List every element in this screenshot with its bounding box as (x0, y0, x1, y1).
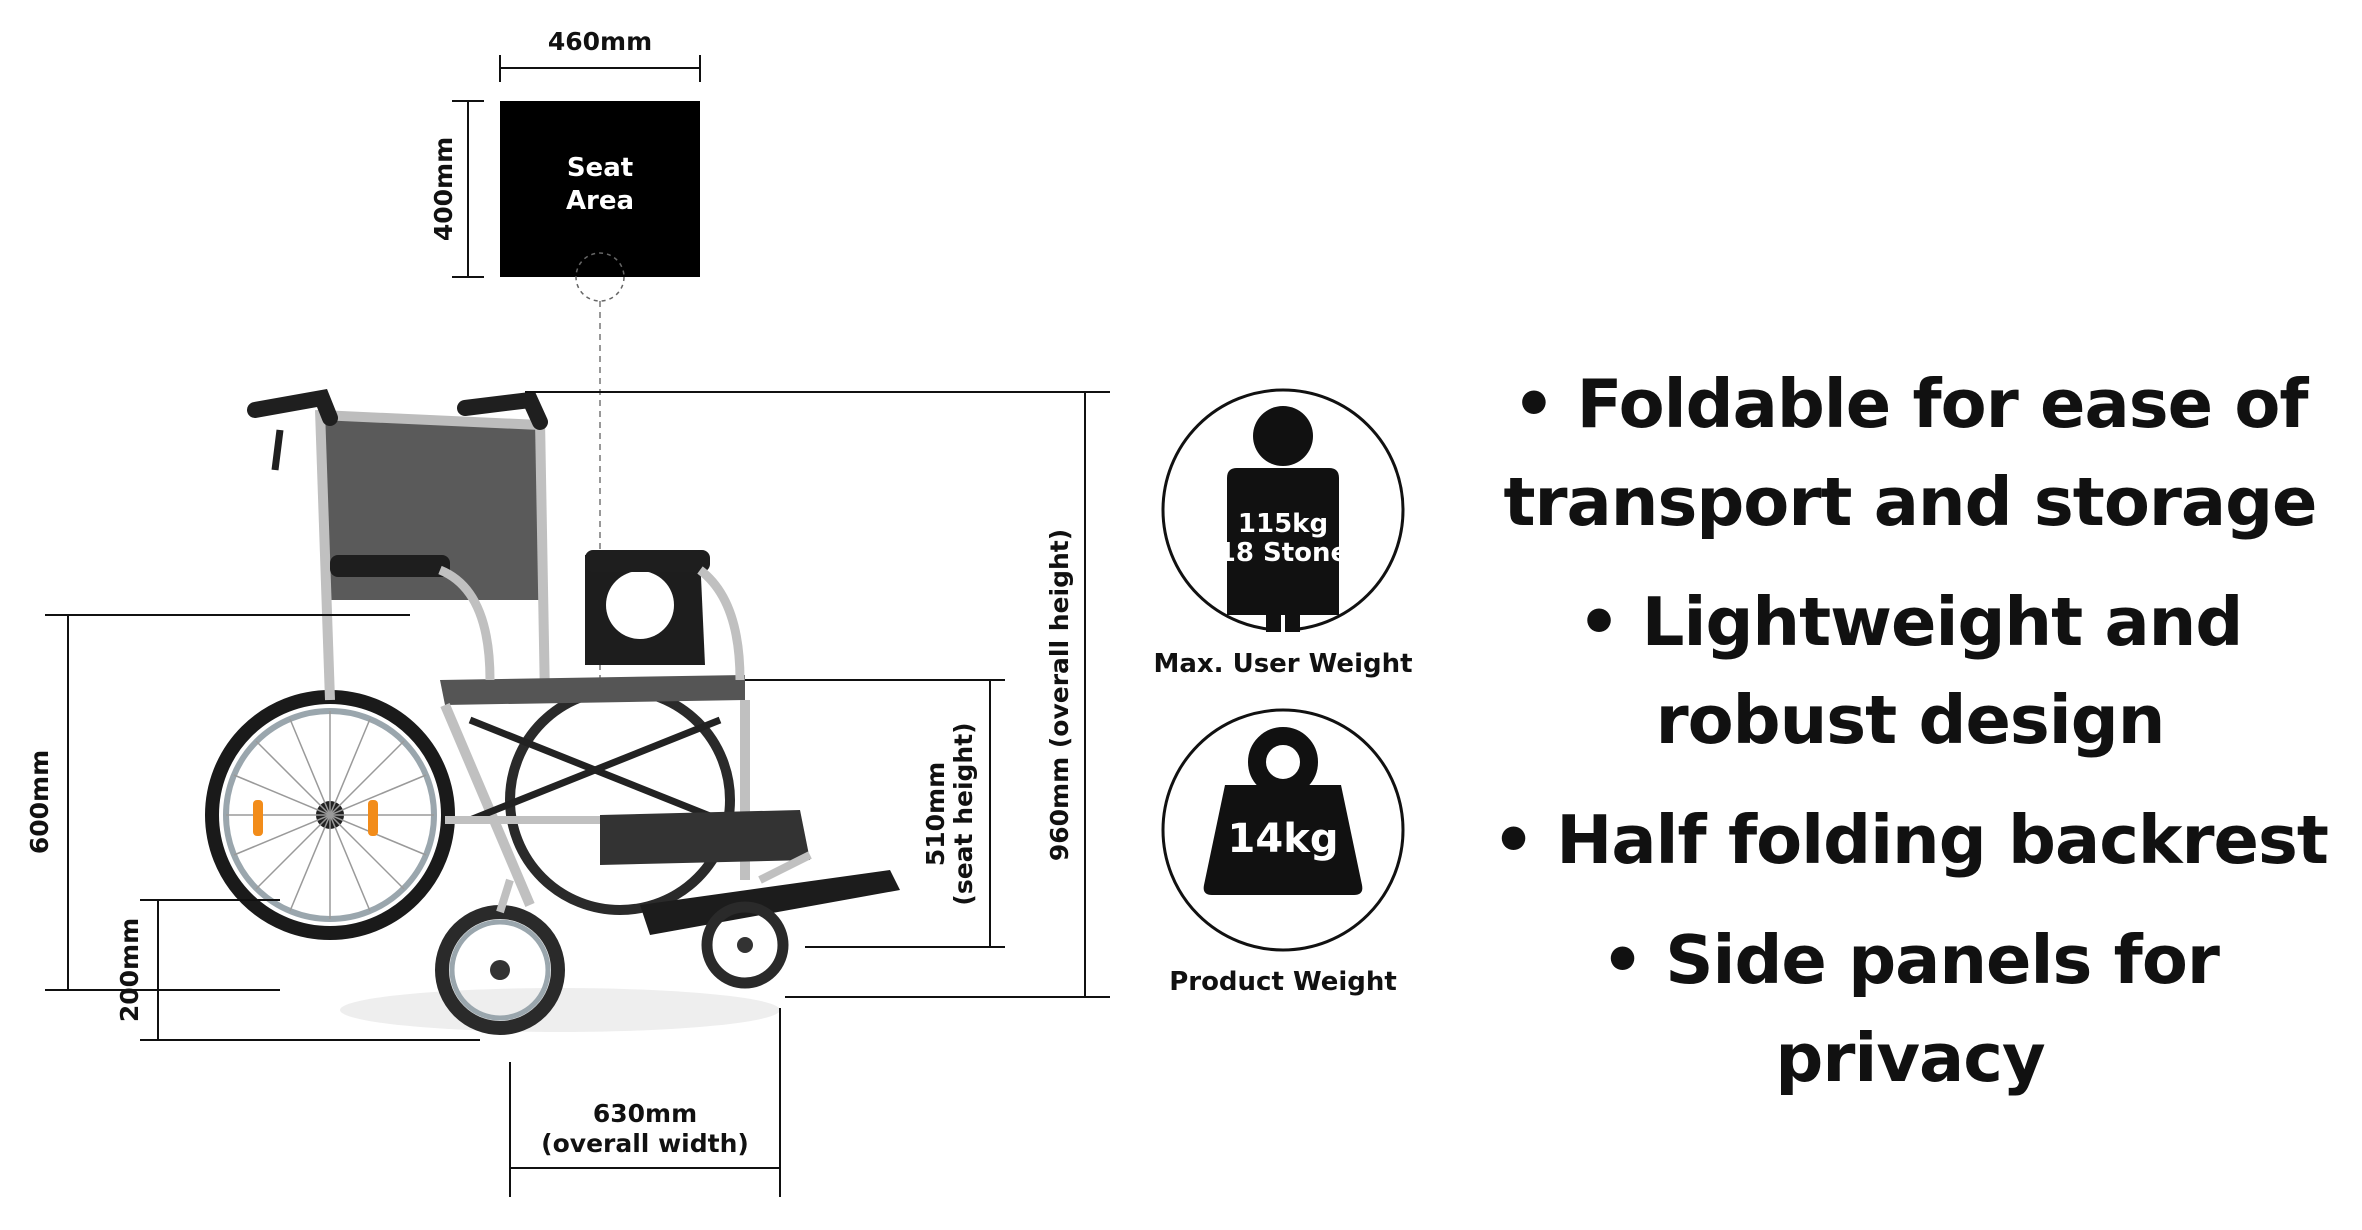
max-weight-kg: 115kg (1238, 509, 1328, 539)
seat-area-diagram: Seat Area 460mm 400mm (429, 27, 701, 680)
seat-area-box (500, 101, 700, 277)
seat-height-note-label: (seat height) (949, 722, 978, 905)
kettlebell-weight-icon (1203, 727, 1363, 895)
overall-width-note-label: (overall width) (541, 1129, 749, 1158)
seat-area-label-1: Seat (567, 153, 633, 183)
max-user-weight-caption: Max. User Weight (1153, 649, 1412, 679)
overall-height-label: 960mm (overall height) (1045, 529, 1074, 861)
max-weight-stone: 18 Stone (1218, 538, 1348, 568)
seat-width-label: 460mm (548, 27, 652, 56)
feature-item: • Foldable for ease of transport and sto… (1503, 365, 2317, 541)
seat-depth-label: 400mm (429, 137, 458, 241)
armrest-height-label: 600mm (25, 750, 54, 854)
person-icon (1227, 406, 1339, 632)
dimension-lines (45, 391, 1110, 1197)
footrest-height-label: 200mm (115, 918, 144, 1022)
wheelchair-image (205, 388, 900, 1035)
max-user-weight-badge: 115kg 18 Stone Max. User Weight (1153, 388, 1413, 679)
product-weight-badge: 14kg Product Weight (1161, 708, 1405, 997)
feature-item: • Side panels for privacy (1601, 921, 2220, 1097)
product-weight-caption: Product Weight (1169, 967, 1397, 997)
feature-item: • Half folding backrest (1492, 801, 2329, 879)
feature-item: • Lightweight and robust design (1577, 583, 2244, 759)
overall-width-value-label: 630mm (593, 1099, 697, 1128)
feature-list: • Foldable for ease of transport and sto… (1475, 355, 2345, 1129)
seat-area-label-2: Area (566, 186, 634, 216)
product-weight-value: 14kg (1228, 816, 1339, 862)
seat-height-value-label: 510mm (921, 762, 950, 866)
